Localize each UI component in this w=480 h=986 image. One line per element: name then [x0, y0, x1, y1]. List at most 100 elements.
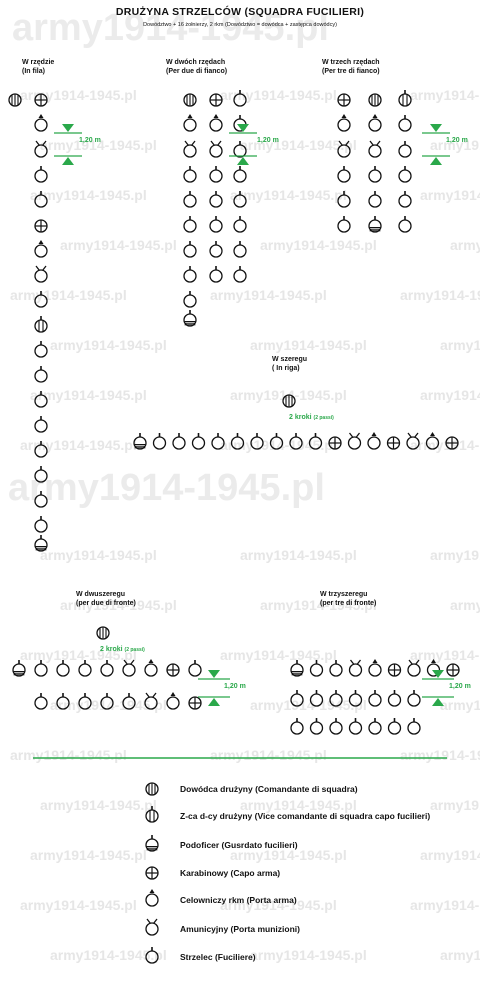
soldier-nco-icon — [183, 310, 197, 327]
soldier-vice-icon — [398, 90, 412, 107]
soldier-nco-icon — [145, 835, 159, 852]
soldier-rifleman-icon — [78, 660, 92, 677]
legend-rifleman: Strzelec (Fuciliere) — [180, 952, 256, 962]
soldier-rifleman-icon — [183, 166, 197, 183]
soldier-vice-icon — [145, 806, 159, 823]
soldier-carabineer-icon — [337, 93, 351, 107]
soldier-rifleman-icon — [122, 693, 136, 710]
soldier-rifleman-icon — [34, 416, 48, 433]
soldier-nco-icon — [34, 535, 48, 552]
soldier-nco-icon — [368, 216, 382, 233]
soldier-gunner-icon — [368, 659, 382, 677]
soldier-rifleman-icon — [56, 693, 70, 710]
distance-label-rank3: 1,20 m — [449, 683, 471, 690]
soldier-rifleman-icon — [183, 266, 197, 283]
soldier-vice-icon — [34, 316, 48, 333]
soldier-commander-icon — [8, 93, 22, 107]
soldier-rifleman-icon — [183, 291, 197, 308]
distance-label-file3: 1,20 m — [446, 137, 468, 144]
legend-ammo: Amunicyjny (Porta munizioni) — [180, 924, 300, 934]
legend-gunner: Celowniczy rkm (Porta arma) — [180, 895, 297, 905]
soldier-rifleman-icon — [289, 433, 303, 450]
soldier-gunner-icon — [183, 114, 197, 132]
soldier-carabineer-icon — [445, 436, 459, 450]
soldier-ammo-icon — [145, 918, 159, 936]
soldier-rifleman-icon — [368, 690, 382, 707]
soldier-rifleman-icon — [34, 466, 48, 483]
soldier-rifleman-icon — [34, 660, 48, 677]
soldier-rifleman-icon — [309, 660, 324, 677]
soldier-carabineer-icon — [446, 663, 460, 677]
distance-label-rank2: 1,20 m — [224, 683, 246, 690]
soldier-rifleman-icon — [34, 366, 48, 383]
soldier-rifleman-icon — [250, 433, 264, 450]
soldier-ammo-icon — [34, 265, 48, 283]
soldier-rifleman-icon — [100, 660, 114, 677]
diagram-title: DRUŻYNA STRZELCÓW (SQUADRA FUCILIERI) — [115, 6, 365, 18]
soldier-rifleman-icon — [34, 441, 48, 458]
soldier-ammo-icon — [406, 432, 420, 450]
soldier-rifleman-icon — [329, 718, 343, 735]
soldier-gunner-icon — [209, 114, 223, 132]
soldier-nco-icon — [133, 433, 147, 450]
soldier-rifleman-icon — [329, 690, 343, 707]
soldier-rifleman-icon — [183, 191, 197, 208]
distance-label-file1: 1,20 m — [79, 137, 101, 144]
soldier-rifleman-icon — [398, 216, 412, 233]
soldier-rifleman-icon — [188, 660, 202, 677]
soldier-rifleman-icon — [56, 660, 70, 677]
soldier-commander-icon — [282, 394, 296, 408]
soldier-ammo-icon — [209, 140, 223, 158]
soldier-rifleman-icon — [337, 166, 351, 183]
soldier-rifleman-icon — [348, 690, 363, 707]
soldier-rifleman-icon — [407, 690, 421, 707]
soldier-rifleman-icon — [329, 660, 343, 677]
soldier-rifleman-icon — [211, 433, 225, 450]
soldier-carabineer-icon — [166, 663, 180, 677]
soldier-rifleman-icon — [309, 690, 324, 707]
legend-vice: Z-ca d-cy drużyny (Vice comandante di sq… — [180, 811, 431, 821]
soldier-gunner-icon — [368, 114, 382, 132]
diagram-subtitle: Dowództwo + 16 żołnierzy, 2 rkm (Dowództ… — [143, 22, 337, 28]
soldier-rifleman-icon — [290, 690, 304, 707]
legend-commander: Dowódca drużyny (Comandante di squadra) — [180, 784, 358, 794]
soldier-rifleman-icon — [34, 693, 48, 710]
soldier-rifleman-icon — [309, 718, 324, 735]
soldier-commander-icon — [145, 782, 159, 796]
soldier-rifleman-icon — [398, 141, 412, 158]
soldier-rifleman-icon — [152, 433, 167, 450]
soldier-rifleman-icon — [348, 718, 363, 735]
label-rank2: W dwuszeregu(per due di fronte) — [76, 591, 136, 607]
soldier-rifleman-icon — [290, 718, 304, 735]
soldier-ammo-icon — [144, 692, 158, 710]
soldier-rifleman-icon — [233, 216, 247, 233]
soldier-rifleman-icon — [387, 690, 402, 707]
label-file3: W trzech rzędach(Per tre di fianco) — [322, 59, 380, 75]
soldier-rifleman-icon — [368, 718, 382, 735]
soldier-ammo-icon — [122, 659, 136, 677]
soldier-rifleman-icon — [183, 216, 197, 233]
soldier-nco-icon — [290, 660, 304, 677]
soldier-rifleman-icon — [34, 516, 48, 533]
soldier-commander-icon — [96, 626, 110, 640]
soldier-rifleman-icon — [209, 241, 223, 258]
soldier-carabineer-icon — [386, 436, 401, 450]
soldier-rifleman-icon — [387, 718, 402, 735]
soldier-rifleman-icon — [407, 718, 421, 735]
distance-marker — [198, 670, 230, 706]
soldier-ammo-icon — [407, 659, 421, 677]
soldier-rifleman-icon — [34, 491, 48, 508]
soldier-ammo-icon — [183, 140, 197, 158]
soldier-rifleman-icon — [233, 266, 247, 283]
soldier-rifleman-icon — [269, 433, 284, 450]
soldier-rifleman-icon — [398, 115, 412, 132]
soldier-gunner-icon — [337, 114, 351, 132]
soldier-ammo-icon — [348, 659, 363, 677]
soldier-rifleman-icon — [191, 433, 206, 450]
soldier-ammo-icon — [368, 140, 382, 158]
soldier-carabineer-icon — [188, 696, 202, 710]
soldier-rifleman-icon — [34, 191, 48, 208]
soldier-rifleman-icon — [233, 241, 247, 258]
soldier-rifleman-icon — [368, 191, 382, 208]
